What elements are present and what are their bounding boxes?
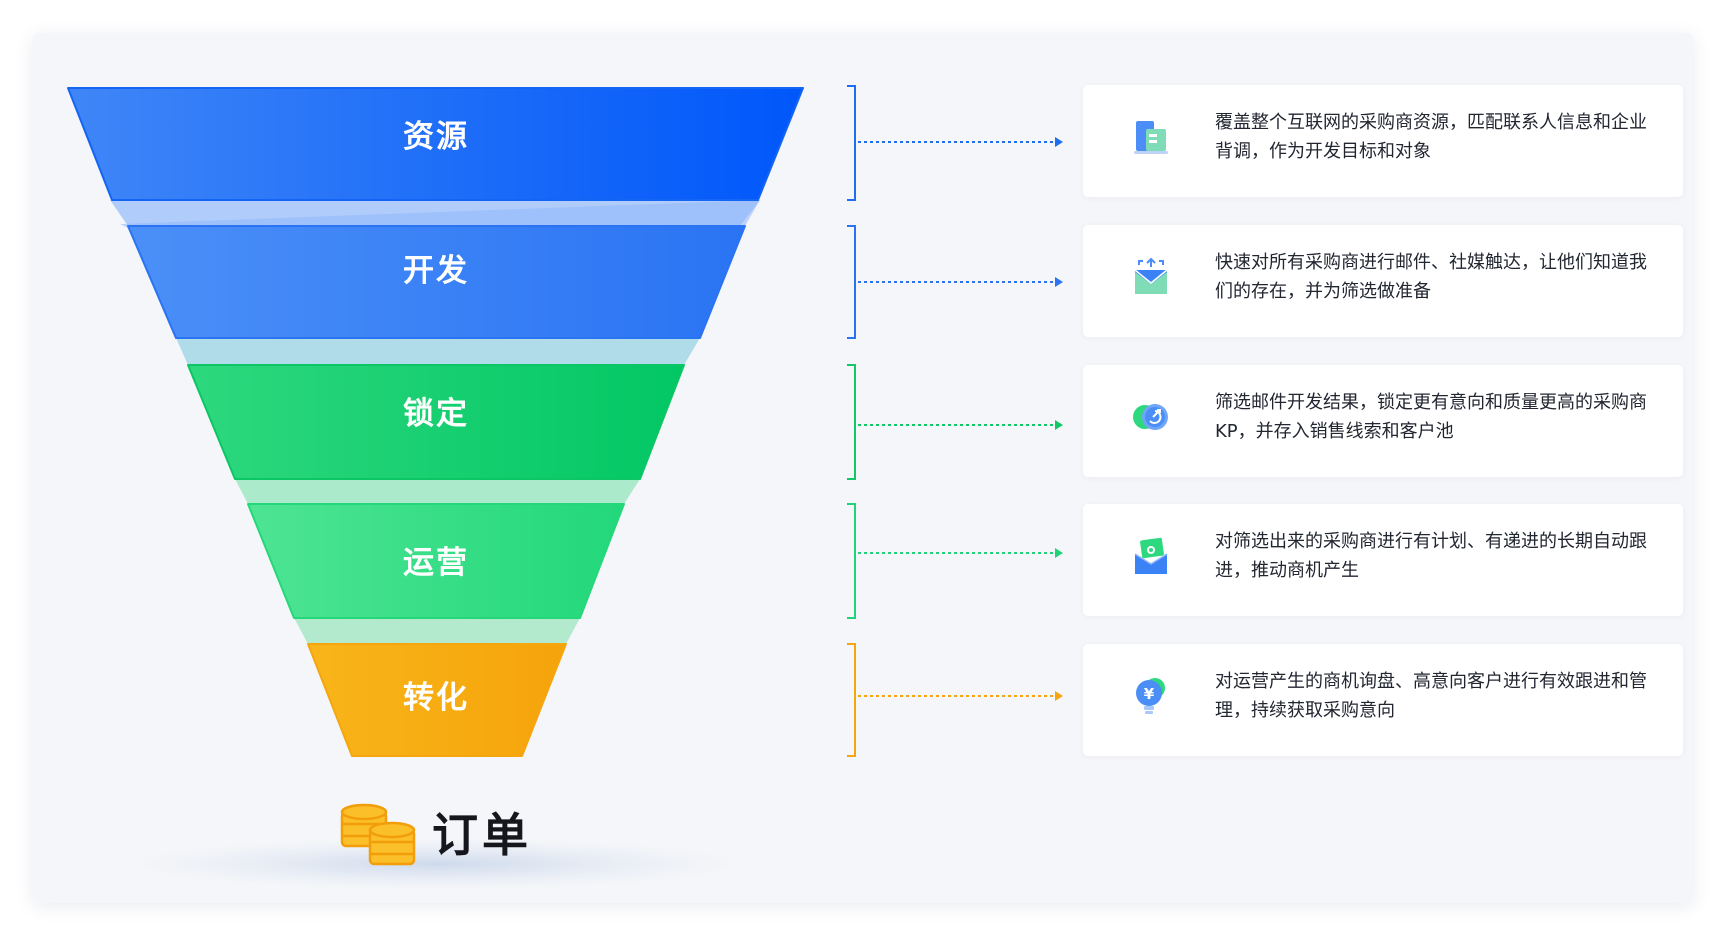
arrowhead-1 [1055, 137, 1063, 147]
mailbox-icon [1134, 537, 1168, 574]
bracket-4 [847, 503, 856, 619]
description-card-5: ¥ 对运营产生的商机询盘、高意向客户进行有效跟进和管理，持续获取采购意向 [1083, 644, 1683, 756]
ribbon-1-2-band [120, 200, 760, 228]
target-lock-icon [1133, 404, 1168, 430]
description-card-3: 筛选邮件开发结果，锁定更有意向和质量更高的采购商KP，并存入销售线索和客户池 [1083, 365, 1683, 477]
bracket-3 [847, 364, 856, 480]
building-icon [1134, 121, 1168, 154]
ribbon-3-4 [235, 479, 640, 504]
description-text-5: 对运营产生的商机询盘、高意向客户进行有效跟进和管理，持续获取采购意向 [1215, 671, 1647, 721]
arrowhead-4 [1055, 548, 1063, 558]
result-label: 订单 [432, 808, 532, 862]
ribbon-4-5 [294, 618, 580, 644]
stage-label-4: 运营 [403, 545, 469, 581]
funnel-stage-4-shape [247, 503, 625, 619]
stage-label-5: 转化 [403, 680, 469, 716]
arrowhead-5 [1055, 691, 1063, 701]
stage-label-1: 资源 [403, 119, 469, 155]
description-card-1: 覆盖整个互联网的采购商资源，匹配联系人信息和企业背调，作为开发目标和对象 [1083, 85, 1683, 197]
stage-label-2: 开发 [403, 253, 469, 289]
funnel-stage-1-shape [67, 87, 804, 201]
description-card-2: 快速对所有采购商进行邮件、社媒触达，让他们知道我们的存在，并为筛选做准备 [1083, 225, 1683, 337]
arrowhead-2 [1055, 277, 1063, 287]
description-text-3: 筛选邮件开发结果，锁定更有意向和质量更高的采购商KP，并存入销售线索和客户池 [1215, 392, 1647, 442]
funnel-stage-3-shape [187, 364, 685, 480]
ribbon-2-3 [176, 338, 700, 365]
funnel-stage-2-shape [127, 225, 746, 339]
stage-label-3: 锁定 [403, 396, 469, 432]
description-text-4: 对筛选出来的采购商进行有计划、有递进的长期自动跟进，推动商机产生 [1215, 531, 1647, 581]
funnel-stage-5-shape [307, 643, 567, 757]
arrowhead-3 [1055, 420, 1063, 430]
description-text-2: 快速对所有采购商进行邮件、社媒触达，让他们知道我们的存在，并为筛选做准备 [1215, 252, 1647, 302]
base-shadow [126, 838, 746, 890]
bracket-5 [847, 643, 856, 757]
description-card-4: 对筛选出来的采购商进行有计划、有递进的长期自动跟进，推动商机产生 [1083, 504, 1683, 616]
yuan-bulb-icon: ¥ [1136, 678, 1165, 714]
bracket-1 [847, 85, 856, 201]
coins-icon [340, 803, 416, 866]
description-text-1: 覆盖整个互联网的采购商资源，匹配联系人信息和企业背调，作为开发目标和对象 [1215, 112, 1647, 162]
svg-text:¥: ¥ [1144, 685, 1155, 703]
bracket-2 [847, 225, 856, 339]
envelope-send-icon [1134, 257, 1168, 294]
